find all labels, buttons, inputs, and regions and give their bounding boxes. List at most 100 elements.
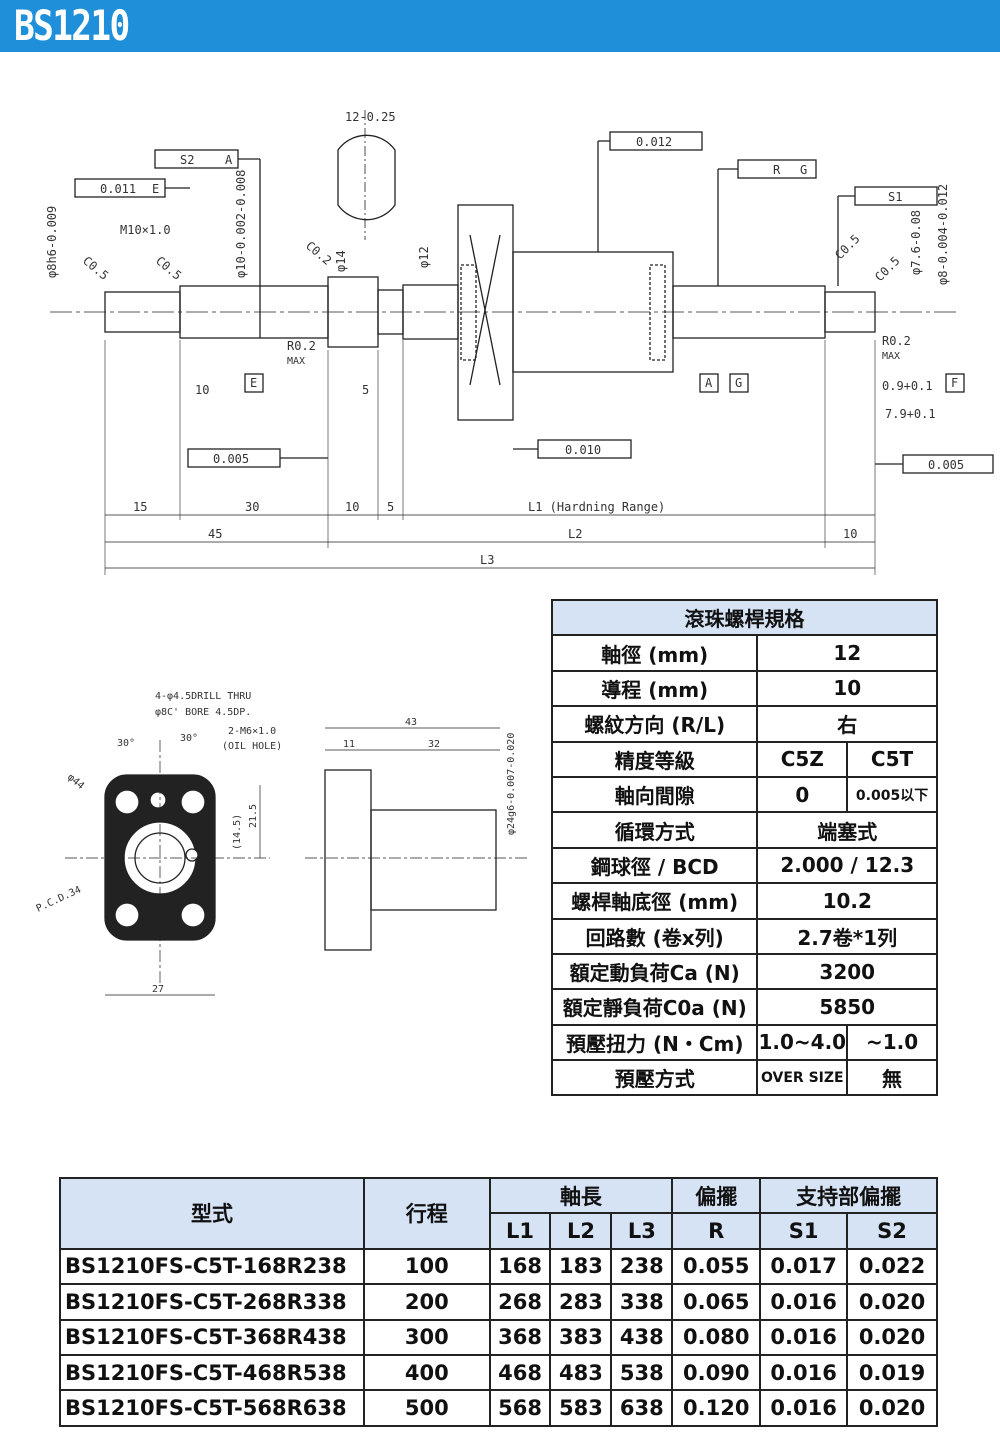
cell-stroke: 100 xyxy=(363,1247,491,1286)
nut-bore-note: φ8C' BORE 4.5DP. xyxy=(155,707,251,718)
shaft-end-right xyxy=(824,291,876,333)
cell-s2: 0.019 xyxy=(846,1353,938,1392)
spec-label: 螺紋方向 (R/L) xyxy=(550,705,759,743)
angle-30a: 30° xyxy=(117,738,135,749)
technical-drawing: S2 A 0.011 E M10×1.0 12-0.25 0.012 R G S… xyxy=(45,110,994,575)
spec-label: 預壓方式 xyxy=(550,1059,759,1097)
chamfer-c05-thread: C0.5 xyxy=(153,254,184,283)
cell-l2: 483 xyxy=(549,1353,613,1392)
spec-value: 0 xyxy=(756,775,849,814)
cell-l1: 168 xyxy=(488,1247,552,1286)
nut-drawing: 4-φ4.5DRILL THRU φ8C' BORE 4.5DP. 2-M6×1… xyxy=(35,691,530,996)
cell-l3: 238 xyxy=(610,1247,674,1286)
model-table: 型式 行程 軸長 偏擺 支持部偏擺 L1 L2 L3 R S1 S2 BS121… xyxy=(58,1176,938,1427)
spec-label: 額定靜負荷C0a (N) xyxy=(550,988,759,1026)
max-label: MAX xyxy=(287,356,305,367)
col-runout: 偏擺 xyxy=(671,1176,762,1215)
spec-label: 軸徑 (mm) xyxy=(550,634,759,672)
spec-label: 精度等級 xyxy=(550,740,759,778)
cell-s2: 0.020 xyxy=(846,1318,938,1356)
dia-44: φ44 xyxy=(65,772,86,792)
dim-15: 15 xyxy=(133,500,147,514)
spec-value: 右 xyxy=(756,705,938,743)
dim-10c: 10 xyxy=(345,500,359,514)
nut-oil-note: 2-M6×1.0 xyxy=(228,726,276,737)
chamfer-c05-left: C0.5 xyxy=(80,254,111,283)
pcd-label: P.C.D.34 xyxy=(35,884,83,914)
nut-side-body xyxy=(370,809,497,911)
cell-s1: 0.016 xyxy=(759,1318,849,1356)
cell-stroke: 300 xyxy=(363,1318,491,1356)
width-12-dim: 12-0.25 xyxy=(345,110,396,124)
r02-label-right: R0.2 xyxy=(882,334,911,348)
dia-8h6: φ8h6-0.009 xyxy=(45,206,59,278)
spec-value: C5Z xyxy=(756,740,849,778)
dia-76: φ7.6-0.08 xyxy=(909,210,923,275)
cell-s1: 0.016 xyxy=(759,1283,849,1321)
col-l3: L3 xyxy=(610,1212,674,1250)
dim-09: 0.9+0.1 xyxy=(882,379,933,393)
spec-value: ~1.0 xyxy=(846,1023,938,1062)
spec-label: 導程 (mm) xyxy=(550,669,759,708)
col-l1: L1 xyxy=(488,1212,552,1250)
cell-model: BS1210FS-C5T-268R338 xyxy=(58,1283,366,1321)
cell-l1: 368 xyxy=(488,1318,552,1356)
cell-l1: 268 xyxy=(488,1283,552,1321)
cell-model: BS1210FS-C5T-368R438 xyxy=(58,1318,366,1356)
datum-e-label: E xyxy=(152,182,159,196)
chamfer-c05-end: C0.5 xyxy=(872,254,902,284)
spec-value: 1.0~4.0 xyxy=(756,1023,849,1062)
spec-value: 12 xyxy=(756,634,938,672)
thread-spec: M10×1.0 xyxy=(120,223,171,237)
r02-label: R0.2 xyxy=(287,339,316,353)
dim-79: 7.9+0.1 xyxy=(885,407,936,421)
tol-s1-label: S1 xyxy=(888,190,902,204)
dia-8: φ8-0.004-0.012 xyxy=(936,184,950,285)
dim-45: 45 xyxy=(208,527,222,541)
datum-a-label: A xyxy=(225,153,233,167)
cell-s1: 0.016 xyxy=(759,1389,849,1427)
dim-11: 11 xyxy=(343,739,355,750)
cell-r: 0.090 xyxy=(671,1353,762,1392)
table-row: BS1210FS-C5T-468R538 400 468 483 538 0.0… xyxy=(58,1353,938,1392)
cell-l3: 338 xyxy=(610,1283,674,1321)
col-s2: S2 xyxy=(846,1212,938,1250)
cell-l2: 283 xyxy=(549,1283,613,1321)
tol-s2-label: S2 xyxy=(180,153,194,167)
dia-12: φ12 xyxy=(417,246,431,268)
spec-value: 無 xyxy=(846,1059,938,1097)
angle-30b: 30° xyxy=(180,733,198,744)
dia-24: φ24g6-0.007-0.020 xyxy=(506,733,517,835)
cell-r: 0.120 xyxy=(671,1389,762,1427)
cell-s2: 0.020 xyxy=(846,1283,938,1321)
page-title: BS1210 xyxy=(14,1,130,50)
cell-s2: 0.020 xyxy=(846,1389,938,1427)
spec-value: 10 xyxy=(756,669,938,708)
col-stroke: 行程 xyxy=(363,1177,491,1250)
dim-27: 27 xyxy=(152,984,164,995)
nut-oil-note2: (OIL HOLE) xyxy=(222,741,282,752)
cell-s2: 0.022 xyxy=(846,1247,938,1286)
nut-drill-note: 4-φ4.5DRILL THRU xyxy=(155,691,251,702)
spec-value: 0.005以下 xyxy=(846,775,938,814)
cell-s1: 0.016 xyxy=(759,1353,849,1392)
col-model: 型式 xyxy=(58,1177,366,1250)
datum-e-box: E xyxy=(250,376,257,390)
tol-0012-label: 0.012 xyxy=(636,135,672,149)
dim-10a: 10 xyxy=(195,383,209,397)
spec-label: 預壓扭力 (N・Cm) xyxy=(550,1023,759,1062)
tol-r-label: R xyxy=(773,163,781,177)
dim-215: 21.5 xyxy=(248,804,259,828)
datum-a-box: A xyxy=(705,376,713,390)
cell-l3: 538 xyxy=(610,1353,674,1392)
tol-0010-label: 0.010 xyxy=(565,443,601,457)
tol-0005e-label: 0.005 xyxy=(213,452,249,466)
dim-l1: L1 (Hardning Range) xyxy=(528,500,665,514)
spec-value: 2.7卷*1列 xyxy=(756,917,938,955)
dim-32: 32 xyxy=(428,739,440,750)
spec-label: 循環方式 xyxy=(550,811,759,849)
dim-10b: 10 xyxy=(843,527,857,541)
shaft-flat-section xyxy=(337,134,396,221)
dia-10: φ10-0.002-0.008 xyxy=(234,170,248,278)
table-row: BS1210FS-C5T-568R638 500 568 583 638 0.1… xyxy=(58,1389,938,1427)
